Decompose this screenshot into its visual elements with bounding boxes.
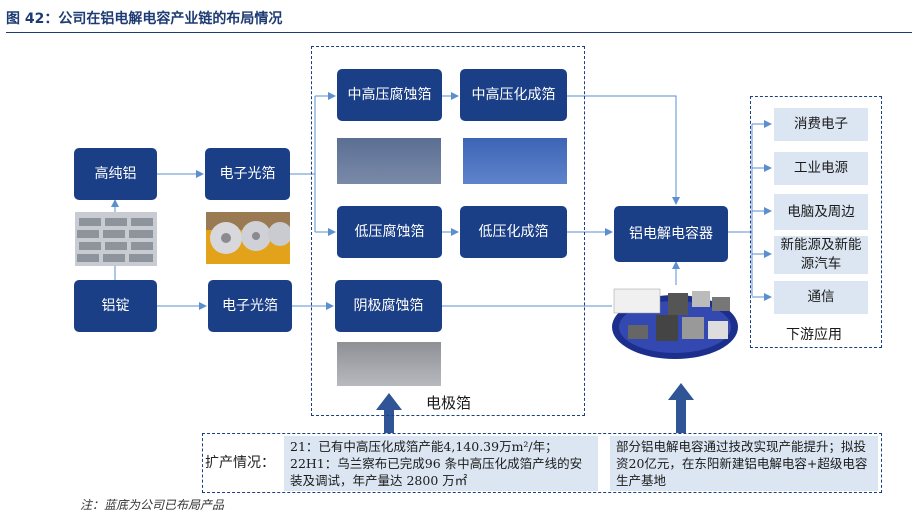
node-capacitor: 铝电解电容器 bbox=[614, 206, 728, 262]
node-mh-formed-foil: 中高压化成箔 bbox=[460, 69, 567, 121]
edge-mh-to-capacitor bbox=[567, 95, 680, 205]
node-mh-etched-foil: 中高压腐蚀箔 bbox=[337, 69, 442, 121]
node-aluminum-ingot: 铝锭 bbox=[74, 280, 157, 332]
node-cathode-foil: 阴极腐蚀箔 bbox=[335, 280, 442, 332]
downstream-item-industrial: 工业电源 bbox=[774, 152, 868, 185]
page-title: 图 42：公司在铝电解电容产业链的布局情况 bbox=[6, 11, 283, 27]
downstream-item-telecom: 通信 bbox=[774, 281, 868, 314]
downstream-label: 下游应用 bbox=[786, 327, 842, 343]
foil-roll-photo bbox=[206, 212, 290, 264]
expansion-left-note: 21：已有中高压化成箔产能4,140.39万m²/年；22H1：乌兰察布已完成9… bbox=[284, 436, 598, 491]
node-foil-top: 电子光箔 bbox=[205, 148, 290, 200]
electrode-foil-group bbox=[311, 46, 585, 416]
title-divider bbox=[6, 32, 912, 33]
downstream-item-new-energy: 新能源及新能源汽车 bbox=[774, 236, 868, 274]
node-high-purity-aluminum: 高纯铝 bbox=[74, 148, 157, 200]
footnote: 注：蓝底为公司已布局产品 bbox=[80, 498, 225, 512]
expansion-right-note: 部分铝电解电容通过技改实现产能提升；拟投资20亿元，在东阳新建铝电解电容+超级电… bbox=[610, 436, 878, 491]
downstream-item-pc: 电脑及周边 bbox=[774, 194, 868, 230]
node-lv-formed-foil: 低压化成箔 bbox=[460, 206, 567, 258]
expansion-label: 扩产情况： bbox=[205, 455, 275, 471]
cathode-foil-photo bbox=[337, 342, 441, 386]
downstream-item-consumer: 消费电子 bbox=[774, 108, 868, 141]
electrode-foil-label: 电极箔 bbox=[426, 394, 472, 412]
mh-etched-foil-photo bbox=[337, 138, 441, 184]
node-foil-bottom: 电子光箔 bbox=[208, 280, 292, 332]
capacitor-products-photo bbox=[612, 288, 738, 359]
node-lv-etched-foil: 低压腐蚀箔 bbox=[337, 206, 442, 258]
aluminum-ingot-photo bbox=[75, 212, 157, 266]
mh-formed-foil-photo bbox=[463, 138, 567, 184]
expansion-arrows bbox=[376, 383, 694, 435]
downstream-group bbox=[750, 96, 882, 348]
